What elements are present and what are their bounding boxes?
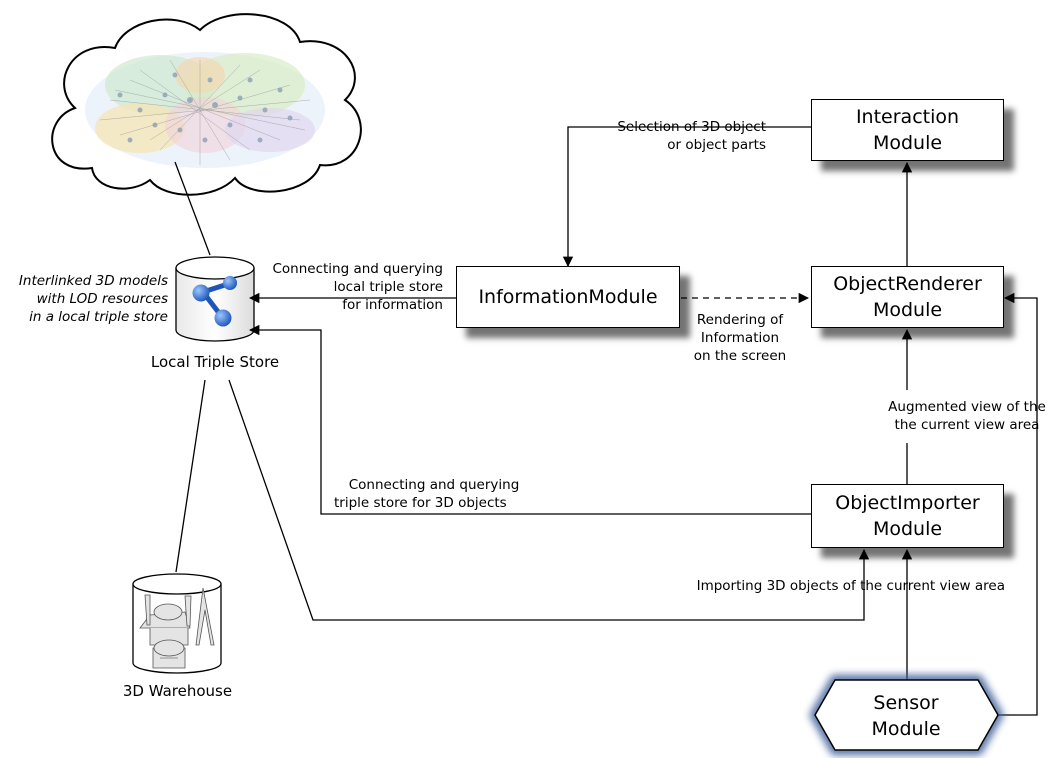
selection-line1: Selection of 3D object xyxy=(617,119,766,135)
object-renderer-module-line2: Module xyxy=(872,299,943,321)
sensor-module-label: Sensor Module xyxy=(812,690,1000,742)
augmented-annotation: Augmented view of the the current view a… xyxy=(877,398,1057,434)
arrow-importer-to-store xyxy=(248,324,811,515)
augmented-line2: the current view area xyxy=(894,417,1040,433)
local-triple-store-label: Local Triple Store xyxy=(150,353,280,371)
interlinked-line1: Interlinked 3D models xyxy=(18,273,168,289)
connecting-info-line2: local triple store xyxy=(333,279,443,295)
connecting-info-line1: Connecting and querying xyxy=(272,261,443,277)
object-renderer-module: ObjectRenderer Module xyxy=(811,266,1004,328)
arrow-sensor-to-renderer xyxy=(998,292,1038,716)
importing-annotation: Importing 3D objects of the current view… xyxy=(660,577,1005,595)
rendering-annotation: Rendering of Information on the screen xyxy=(670,311,810,365)
rendering-line2: Information xyxy=(700,330,780,346)
importing-line: Importing 3D objects of the current view… xyxy=(696,578,1005,594)
connecting-info-line3: for information xyxy=(342,297,443,313)
3d-warehouse-icon xyxy=(132,573,222,674)
interlinked-line2: with LOD resources xyxy=(36,291,168,307)
cloud-link xyxy=(174,161,211,256)
connecting-3d-line1: Connecting and querying xyxy=(348,477,520,493)
information-module: InformationModule xyxy=(456,266,680,328)
arrow-interaction-to-info xyxy=(562,126,811,268)
interaction-module-line2: Module xyxy=(872,132,943,154)
interlinked-annotation: Interlinked 3D models with LOD resources… xyxy=(0,272,168,326)
connecting-3d-annotation: Connecting and querying triple store for… xyxy=(334,476,534,512)
sensor-module-line1: Sensor xyxy=(873,692,939,714)
object-importer-module-line2: Module xyxy=(872,518,943,540)
selection-annotation: Selection of 3D object or object parts xyxy=(580,118,766,154)
interlinked-line3: in a local triple store xyxy=(29,309,168,325)
sensor-module-line2: Module xyxy=(871,718,941,740)
3d-buildings-icon xyxy=(139,587,215,669)
connecting-3d-line2: triple store for 3D objects xyxy=(334,495,507,511)
arrow-store-to-importer xyxy=(228,379,870,621)
object-importer-module-line1: ObjectImporter xyxy=(835,492,980,514)
rendering-line3: on the screen xyxy=(693,348,787,364)
interaction-module-line1: Interaction xyxy=(855,106,960,128)
interaction-module: Interaction Module xyxy=(811,99,1004,161)
sensor-module-hexagon xyxy=(809,675,1004,755)
triple-store-network-icon xyxy=(192,276,237,327)
3d-warehouse-label: 3D Warehouse xyxy=(122,682,233,700)
object-importer-module: ObjectImporter Module xyxy=(811,484,1004,548)
connecting-info-annotation: Connecting and querying local triple sto… xyxy=(250,260,443,314)
object-renderer-module-line1: ObjectRenderer xyxy=(833,273,982,295)
augmented-line1: Augmented view of the xyxy=(888,399,1046,415)
store-warehouse-link xyxy=(175,379,206,573)
lod-cloud-icon xyxy=(51,13,362,196)
selection-line2: or object parts xyxy=(667,137,766,153)
local-triple-store-icon xyxy=(175,256,255,342)
rendering-line1: Rendering of xyxy=(696,312,784,328)
information-module-label: InformationModule xyxy=(478,286,658,308)
